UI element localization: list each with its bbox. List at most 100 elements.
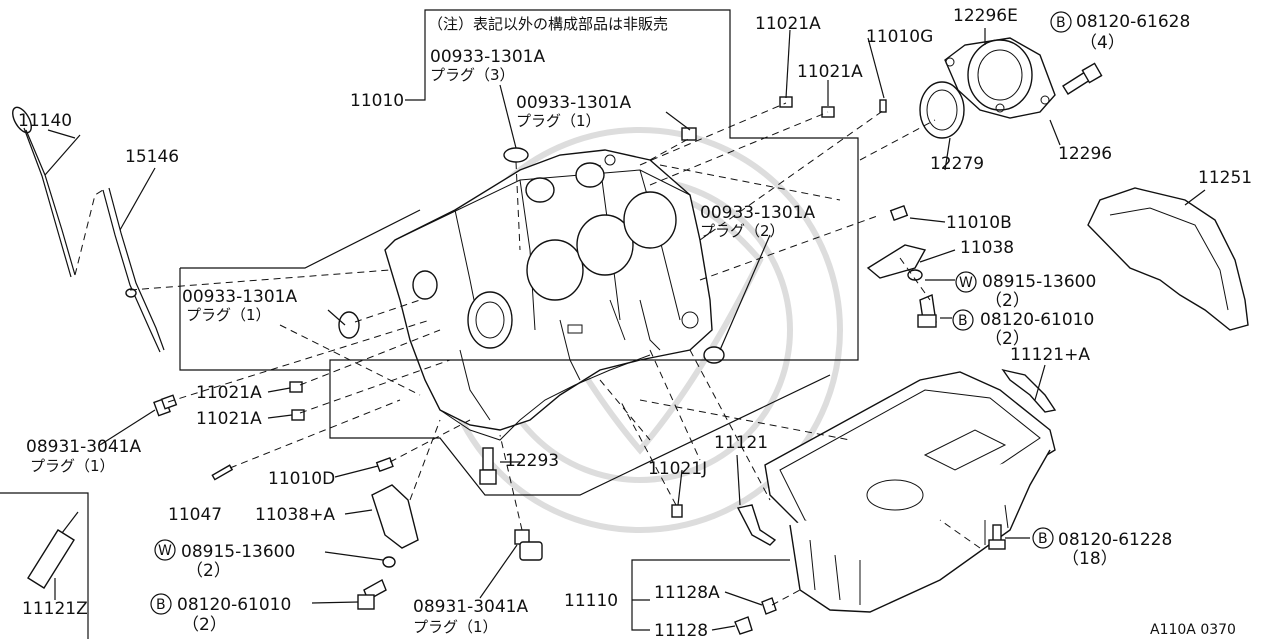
- label-bolt-r-qty: （2）: [985, 329, 1030, 349]
- reference-code: A110A 0370: [1150, 622, 1236, 638]
- oil-pan-11110: [764, 371, 1056, 613]
- label-plug-b-qty: プラグ（1）: [516, 112, 601, 130]
- drain-plug-center: [514, 529, 543, 561]
- label-15146: 15146: [125, 147, 179, 167]
- label-drain-l-qty: プラグ（1）: [30, 457, 115, 475]
- badge-b-right: B: [952, 309, 974, 331]
- note-label: （注）表記以外の構成部品は非販売: [428, 15, 668, 33]
- plug-right-2: [703, 346, 725, 364]
- label-11047: 11047: [168, 505, 222, 525]
- badge-b-pan: B: [1032, 527, 1054, 549]
- label-12296e: 12296E: [953, 6, 1018, 26]
- label-11121a: 11121+A: [1010, 345, 1090, 365]
- label-bolt-top-part: 08120-61628: [1076, 12, 1190, 32]
- washer-11128a: [761, 597, 777, 615]
- plug-left-1: [338, 311, 360, 339]
- baffle-11038a: [371, 484, 419, 549]
- label-11128: 11128: [654, 621, 708, 639]
- label-11010d: 11010D: [268, 469, 335, 489]
- label-11010: 11010: [350, 91, 404, 111]
- plug-11021a-top1: [779, 96, 793, 108]
- label-bolt-pan-qty: （18）: [1062, 549, 1118, 569]
- label-11021a-4: 11021A: [196, 409, 262, 429]
- label-washer-r-qty: （2）: [985, 291, 1030, 311]
- label-plug-c-qty: プラグ（2）: [700, 222, 785, 240]
- badge-w-label: W: [158, 543, 172, 559]
- badge-w-label: W: [959, 275, 973, 291]
- label-bolt-r-part: 08120-61010: [980, 310, 1094, 330]
- plug-11021j: [671, 504, 683, 518]
- dowel-11010d: [375, 457, 394, 473]
- washer-left: [382, 556, 396, 568]
- plug-top-1: [681, 127, 697, 141]
- label-11038: 11038: [960, 238, 1014, 258]
- label-11251: 11251: [1198, 168, 1252, 188]
- badge-b-label: B: [1056, 15, 1066, 31]
- drain-plug-11128: [734, 616, 753, 635]
- label-12279: 12279: [930, 154, 984, 174]
- inset-frame: [0, 492, 89, 639]
- label-plug-d-part: 00933-1301A: [182, 287, 297, 307]
- plug-11021a-l2: [291, 409, 305, 421]
- oil-seal-retainer-12296: [944, 37, 1056, 119]
- plug-top-3: [503, 147, 529, 163]
- dipstick-11140: [12, 106, 76, 278]
- label-drain-c-part: 08931-3041A: [413, 597, 528, 617]
- baffle-11038: [866, 244, 927, 279]
- badge-b-label: B: [1038, 531, 1048, 547]
- rear-plate-11251: [1087, 187, 1249, 331]
- dipstick-guide-15146: [102, 187, 165, 353]
- label-plug-b-part: 00933-1301A: [516, 93, 631, 113]
- bolt-08120-61628: [1062, 62, 1103, 95]
- label-11010g: 11010G: [866, 27, 933, 47]
- label-11010b: 11010B: [946, 213, 1012, 233]
- oil-seal-12279: [919, 81, 965, 139]
- label-11021j: 11021J: [648, 459, 707, 479]
- label-12296: 12296: [1058, 144, 1112, 164]
- label-plug-c-part: 00933-1301A: [700, 203, 815, 223]
- badge-b-label: B: [958, 313, 968, 329]
- label-11110: 11110: [564, 591, 618, 611]
- label-bolt-l-qty: （2）: [182, 615, 227, 635]
- bolt-12293: [479, 447, 497, 485]
- label-11140: 11140: [18, 111, 72, 131]
- label-washer-l-qty: （2）: [186, 561, 231, 581]
- badge-b-label: B: [156, 597, 166, 613]
- label-11038a: 11038+A: [255, 505, 335, 525]
- label-drain-c-qty: プラグ（1）: [413, 618, 498, 636]
- label-bolt-top-qty: （4）: [1080, 33, 1125, 53]
- assembly-lines: [129, 102, 981, 606]
- gasket-11121: [736, 504, 777, 546]
- label-11021a-1: 11021A: [755, 14, 821, 34]
- label-11121z: 11121Z: [22, 599, 88, 619]
- label-plug-a-qty: プラグ（3）: [430, 66, 515, 84]
- label-11021a-3: 11021A: [196, 383, 262, 403]
- label-drain-l-part: 08931-3041A: [26, 437, 141, 457]
- label-plug-d-qty: プラグ（1）: [186, 306, 271, 324]
- gasket-11121a: [1001, 368, 1057, 413]
- pin-11010g: [879, 99, 887, 113]
- badge-w-left: W: [154, 539, 176, 561]
- label-11128a: 11128A: [654, 583, 720, 603]
- badge-w-right: W: [955, 271, 977, 293]
- bolt-left: [357, 579, 387, 610]
- badge-b-top: B: [1050, 11, 1072, 33]
- label-bolt-l-part: 08120-61010: [177, 595, 291, 615]
- bolt-08120-61228: [988, 524, 1006, 550]
- plug-11021a-l1: [289, 381, 303, 393]
- cylinder-block: [384, 149, 713, 441]
- washer-bolt-right: [907, 269, 937, 328]
- label-washer-r-part: 08915-13600: [982, 272, 1096, 292]
- label-bolt-pan-part: 08120-61228: [1058, 530, 1172, 550]
- label-11121: 11121: [714, 433, 768, 453]
- label-11021a-2: 11021A: [797, 62, 863, 82]
- leader-lines: [44, 9, 1206, 631]
- drain-plug-left: [153, 394, 178, 417]
- sealant-tube-11121z: [27, 511, 79, 589]
- label-plug-a-part: 00933-1301A: [430, 47, 545, 67]
- pin-11047: [211, 464, 234, 481]
- badge-b-left: B: [150, 593, 172, 615]
- label-washer-l-part: 08915-13600: [181, 542, 295, 562]
